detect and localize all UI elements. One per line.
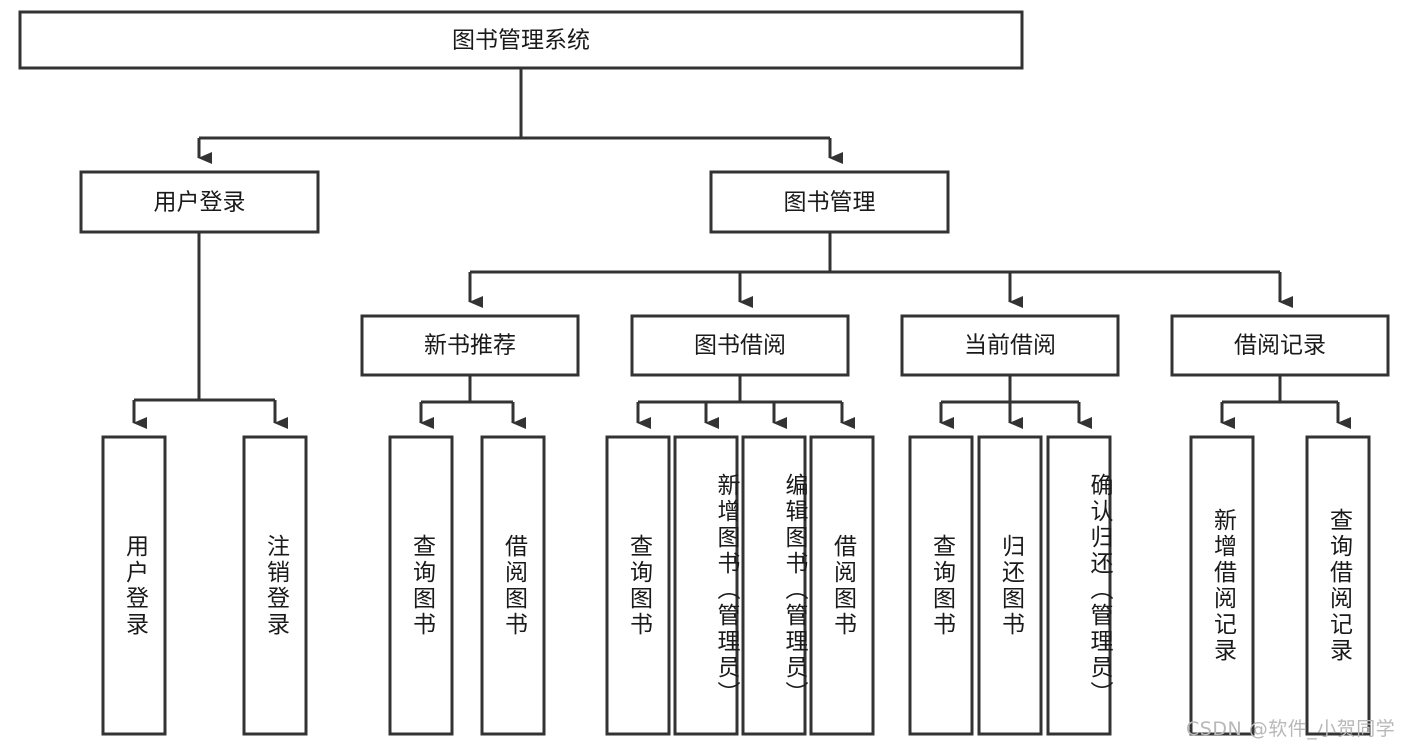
leaf-box-user-login-2[interactable] (242, 435, 308, 736)
connector-group-root (197, 68, 843, 164)
leaf-box-book-borrow-2[interactable] (673, 435, 739, 736)
connector-group-user-login (132, 232, 288, 429)
connector-group-record (1220, 375, 1351, 429)
leaf-box-current-borrow-2[interactable] (977, 435, 1043, 736)
leaf-box-current-borrow-3[interactable] (1046, 435, 1112, 736)
node-current-borrow-label: 当前借阅 (964, 333, 1056, 359)
node-user-login-label: 用户登录 (154, 190, 246, 216)
node-book-borrow[interactable] (630, 314, 850, 377)
connector-group-borrow (636, 375, 855, 429)
leaf-box-borrow-record-1[interactable] (1189, 435, 1255, 736)
leaf-box-book-borrow-4[interactable] (809, 435, 875, 736)
leaf-box-new-book-2[interactable] (480, 435, 546, 736)
node-borrow-record[interactable] (1170, 314, 1390, 377)
node-root-label: 图书管理系统 (452, 28, 590, 54)
leaf-box-book-borrow-1[interactable] (605, 435, 671, 736)
node-user-login[interactable] (79, 170, 320, 234)
watermark-text: CSDN @软件_小贺同学 (1186, 718, 1396, 740)
connector-group-book-mgmt (468, 232, 1293, 308)
connector-group-newbook (419, 375, 526, 429)
node-new-book-recommend[interactable] (360, 314, 580, 377)
node-borrow-record-label: 借阅记录 (1234, 333, 1326, 359)
node-book-borrow-label: 图书借阅 (694, 333, 786, 359)
node-current-borrow[interactable] (900, 314, 1120, 377)
node-new-book-recommend-label: 新书推荐 (424, 333, 516, 359)
leaf-box-borrow-record-2[interactable] (1305, 435, 1371, 736)
leaf-box-user-login-1[interactable] (101, 435, 167, 736)
node-root-book-management-system[interactable] (18, 10, 1024, 70)
node-book-management[interactable] (709, 170, 950, 234)
leaf-box-current-borrow-1[interactable] (908, 435, 974, 736)
leaf-box-book-borrow-3[interactable] (741, 435, 807, 736)
connector-group-current (939, 375, 1092, 429)
leaf-box-new-book-1[interactable] (388, 435, 454, 736)
node-book-management-label: 图书管理 (784, 190, 876, 216)
